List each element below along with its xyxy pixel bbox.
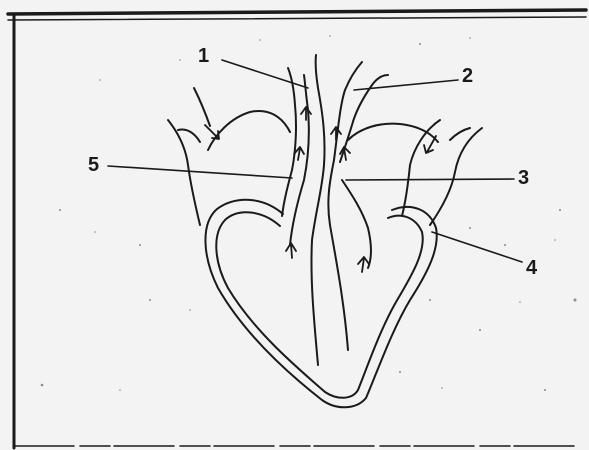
right-chamber-divider [342, 180, 371, 268]
right-atrium-wall [402, 120, 440, 216]
arrow-right-vein-in [424, 136, 436, 153]
label-5: 5 [88, 155, 99, 175]
aorta-left-wall [311, 55, 324, 365]
left-atrium-arch [208, 111, 290, 150]
leader-4 [432, 232, 522, 262]
heart-inner-wall [216, 212, 422, 397]
leader-3 [346, 179, 514, 180]
label-4: 4 [526, 258, 537, 278]
label-3: 3 [518, 168, 529, 188]
leader-2 [354, 80, 458, 90]
left-vein-stub [194, 88, 210, 126]
left-vessel-outer [282, 68, 296, 216]
arrow-left-ventricle-up [286, 243, 296, 258]
arrow-right-ventricle-up [358, 257, 369, 272]
frame [8, 10, 586, 448]
heart-outer-wall [205, 200, 436, 407]
label-1: 1 [198, 46, 209, 66]
leader-5 [108, 166, 292, 178]
right-atrium-arch [348, 124, 438, 142]
leader-1 [222, 60, 308, 88]
right-vein-stub [450, 128, 470, 140]
arrow-left-vein-in [205, 125, 219, 139]
leader-lines [108, 60, 522, 262]
heart-outline [168, 55, 482, 407]
label-2: 2 [462, 66, 473, 86]
scan-speckles [41, 35, 577, 391]
aorta-right-wall [328, 62, 362, 350]
arrow-aorta-up [331, 127, 341, 140]
